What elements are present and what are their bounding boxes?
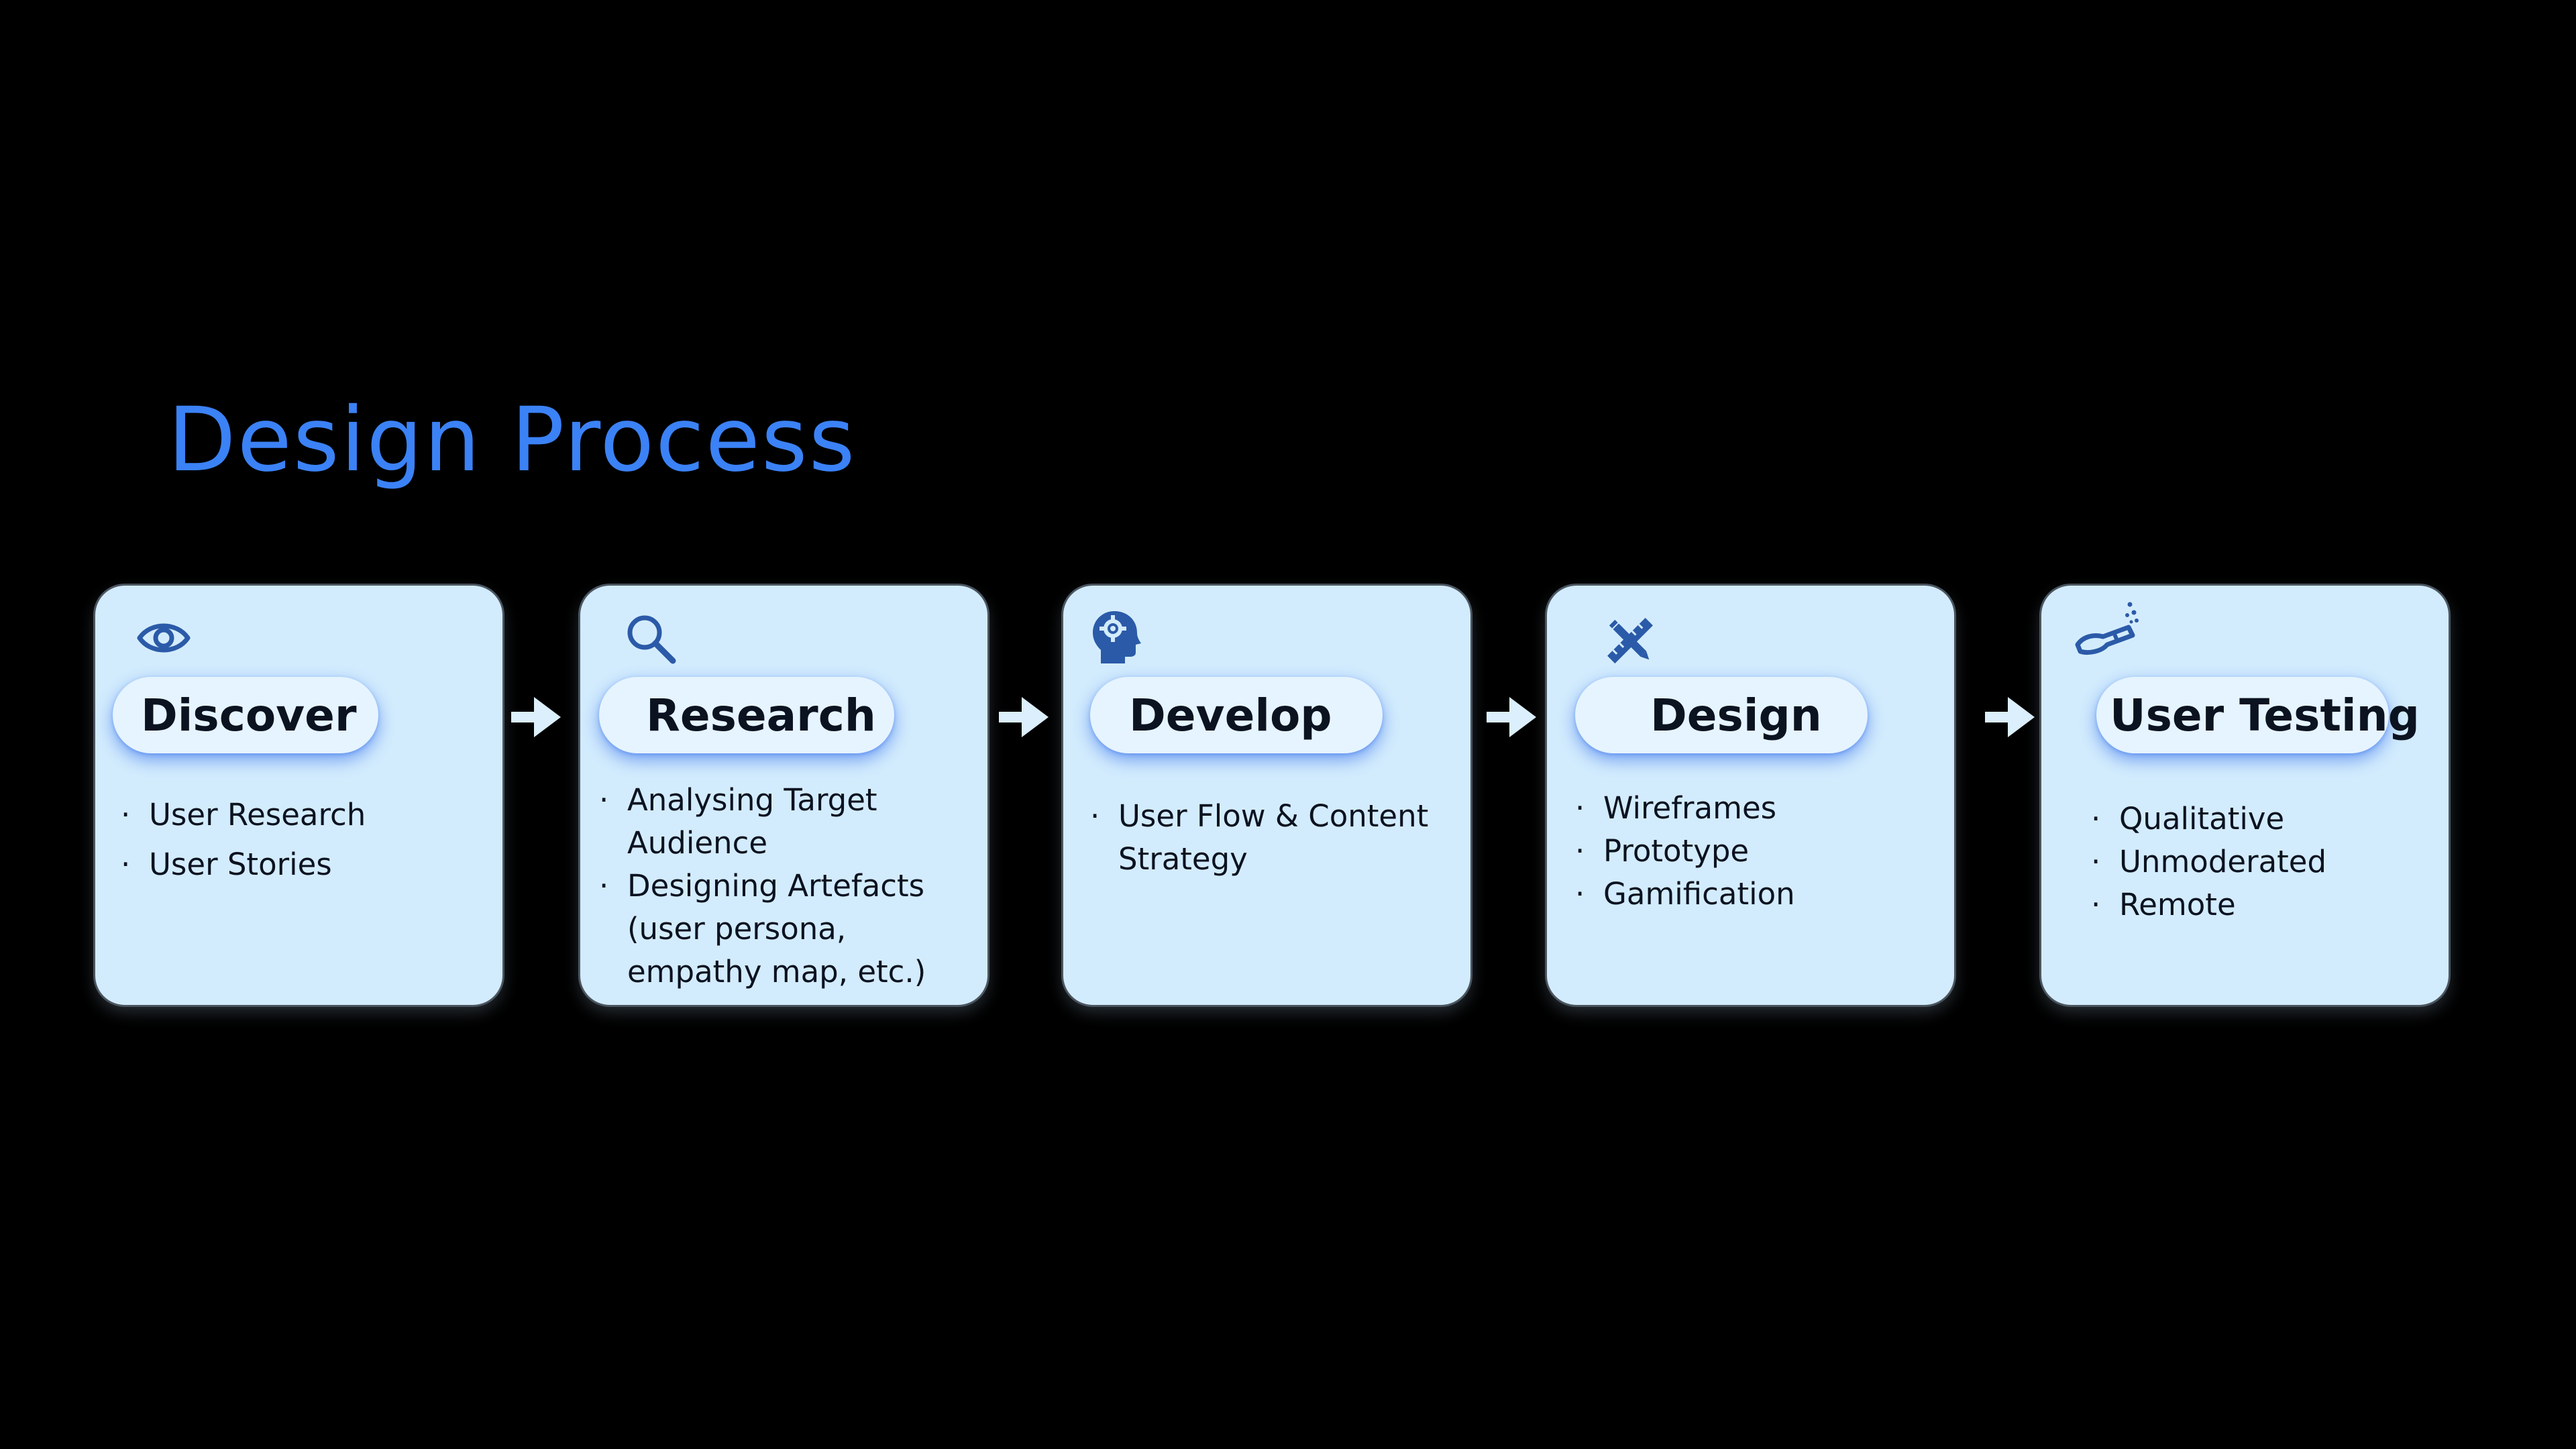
page-title: Design Process [168,388,857,492]
list-item: Prototype [1575,830,1944,873]
step-card-user-testing: User Testing Qualitative Unmoderated Rem… [2041,586,2449,1005]
step-items-research: Analysing Target Audience Designing Arte… [599,779,985,994]
arrow-right-icon [1487,697,1536,737]
list-item: Unmoderated [2091,841,2440,883]
arrow-right-icon [999,697,1049,737]
step-items-design: Wireframes Prototype Gamification [1575,787,1944,916]
eye-icon [136,610,192,666]
list-item: Analysing Target Audience [599,779,985,865]
step-label-develop: Develop [1090,677,1383,753]
head-gear-icon [1087,606,1148,666]
list-item: User Research [121,794,483,837]
step-label-design: Design [1575,677,1868,753]
step-label-research: Research [599,677,894,753]
step-card-discover: Discover User Research User Stories [95,586,502,1005]
step-label-user-testing: User Testing [2096,677,2420,753]
step-card-design: Design Wireframes Prototype Gamification [1547,586,1954,1005]
arrow-right-icon [1985,697,2035,737]
step-label-discover: Discover [113,677,378,753]
list-item: Qualitative [2091,798,2440,841]
step-items-user-testing: Qualitative Unmoderated Remote [2091,798,2440,926]
magnifier-icon [623,611,680,667]
list-item: Gamification [1575,873,1944,916]
list-item: Designing Artefacts (user persona, empat… [599,865,985,994]
testing-tool-icon [2074,598,2143,658]
design-tools-icon [1602,612,1658,669]
list-item: Remote [2091,883,2440,926]
step-card-develop: Develop User Flow & Content Strategy [1063,586,1470,1005]
step-items-develop: User Flow & Content Strategy [1090,795,1466,881]
step-items-discover: User Research User Stories [121,794,483,886]
arrow-right-icon [511,697,561,737]
list-item: User Flow & Content Strategy [1090,795,1466,881]
step-card-research: Research Analysing Target Audience Desig… [580,586,987,1005]
list-item: Wireframes [1575,787,1944,830]
list-item: User Stories [121,843,483,886]
